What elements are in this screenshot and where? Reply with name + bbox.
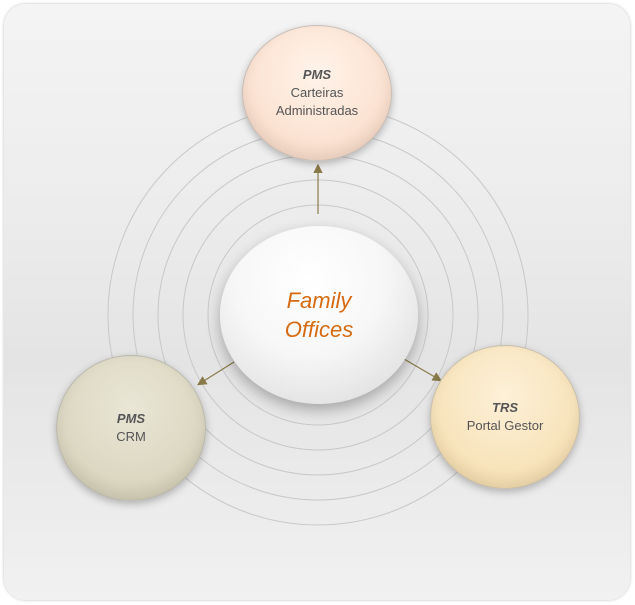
center-label: Family	[286, 288, 352, 313]
node-acronym: PMS	[116, 411, 146, 426]
node-acronym: TRS	[492, 400, 518, 415]
node-label: Administradas	[275, 103, 359, 118]
node-family-offices: Family Offices	[220, 226, 418, 404]
node-label: Portal Gestor	[466, 418, 544, 433]
node-pms-crm: PMS CRM	[56, 355, 206, 501]
node-pms-carteiras: PMS Carteiras Administradas	[242, 25, 392, 161]
center-label: Offices	[284, 317, 354, 342]
node-trs-portal: TRS Portal Gestor	[430, 345, 580, 489]
arrow-to-left	[196, 361, 235, 386]
arrow-to-right	[403, 358, 443, 382]
node-label: CRM	[116, 429, 146, 444]
node-label: Carteiras	[290, 85, 344, 100]
node-acronym: PMS	[302, 67, 332, 82]
